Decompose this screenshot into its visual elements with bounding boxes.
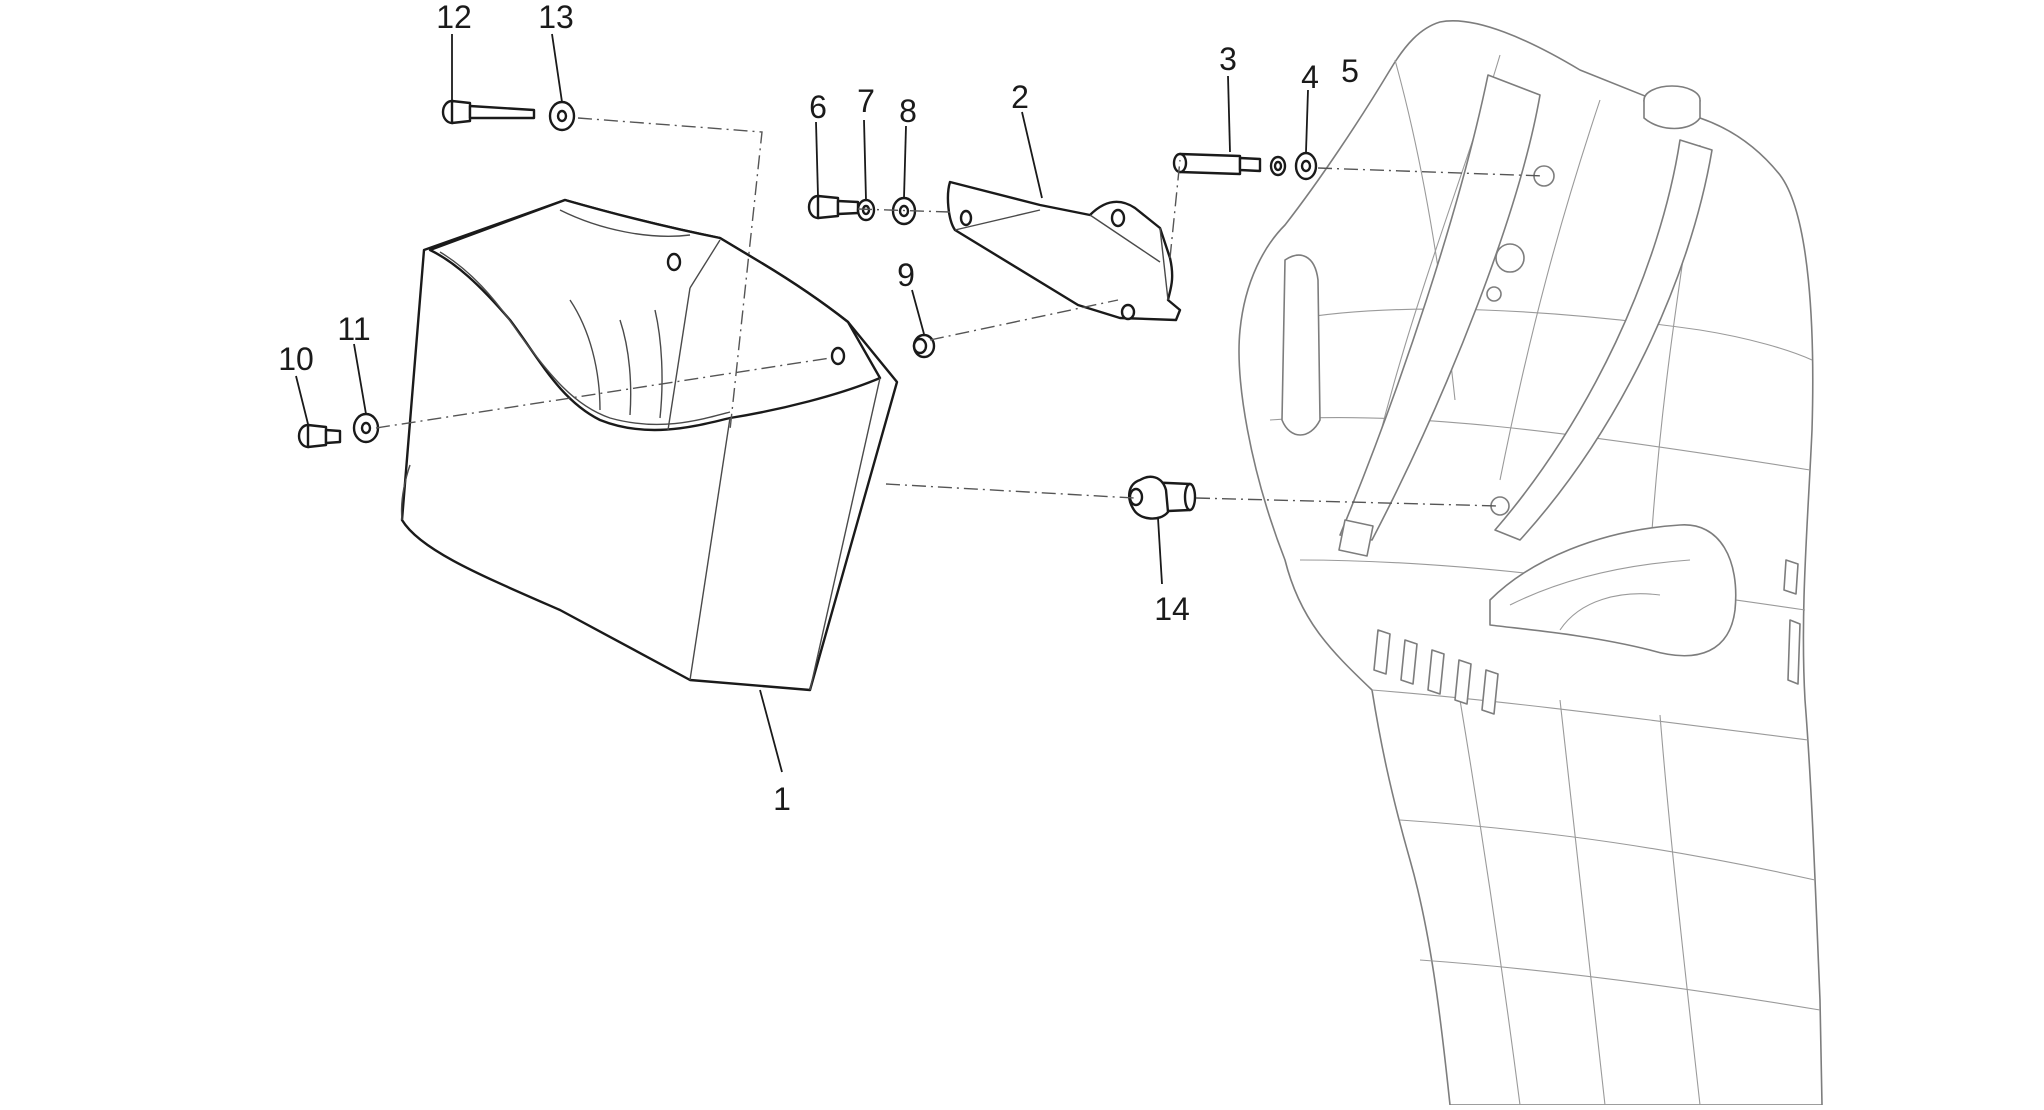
callout-6: 6 [809, 89, 827, 125]
callout-9: 9 [897, 257, 915, 293]
part-washer-5 [1294, 151, 1318, 181]
part-bracket [946, 180, 1182, 322]
callout-2: 2 [1011, 79, 1029, 115]
part-bolt-12 [441, 99, 536, 125]
part-standoff [1172, 152, 1262, 176]
part-screw-6 [807, 194, 860, 220]
callout-11: 11 [337, 311, 370, 347]
callout-12: 12 [436, 0, 472, 35]
callout-5: 5 [1341, 53, 1359, 89]
part-glove-box [400, 198, 899, 692]
callout-3: 3 [1219, 41, 1237, 77]
callout-7: 7 [857, 83, 875, 119]
callout-10: 10 [278, 341, 314, 377]
callout-14: 14 [1154, 591, 1190, 627]
vehicle-front-shield [1238, 20, 1823, 1106]
callout-4: 4 [1301, 59, 1319, 95]
callout-13: 13 [538, 0, 574, 35]
callout-8: 8 [899, 93, 917, 129]
vehicle-vents [1373, 629, 1499, 715]
part-screw-10 [297, 423, 342, 449]
callout-1: 1 [773, 781, 791, 817]
part-washer-4 [1269, 155, 1287, 177]
part-washer-13 [548, 100, 576, 132]
assembly-lines [375, 117, 1545, 507]
part-washer-11 [352, 412, 380, 444]
part-buffer-14 [1128, 475, 1197, 520]
leader-lines [295, 33, 1309, 773]
callout-labels: 1 2 3 4 5 6 7 8 9 10 11 12 13 14 [278, 0, 1359, 817]
part-nut-9 [912, 333, 936, 359]
